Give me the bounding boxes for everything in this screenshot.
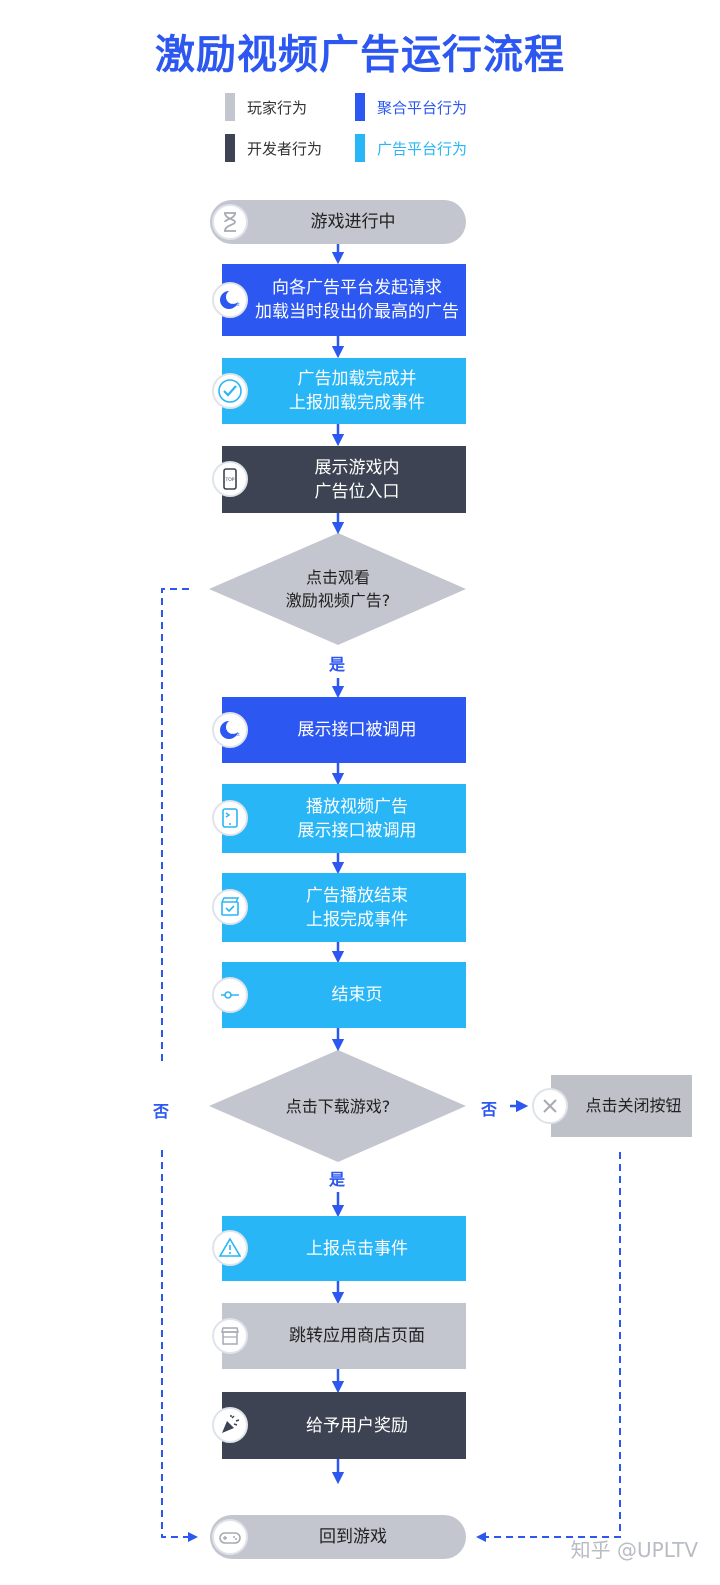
warning-icon	[212, 1230, 248, 1266]
step-show-entry: 展示游戏内 广告位入口	[222, 446, 466, 513]
legend-swatch-player	[225, 93, 235, 121]
legend-label-player: 玩家行为	[247, 98, 308, 117]
step-play-video-label: 播放视频广告 展示接口被调用	[297, 796, 417, 841]
decision-diamond-watch	[209, 533, 466, 645]
step-close-button: 点击关闭按钮	[551, 1075, 692, 1137]
tablet-icon	[212, 800, 248, 836]
step-game-running-label: 游戏进行中	[310, 212, 396, 232]
decision-download-text: 点击下载游戏?	[285, 1097, 391, 1116]
decision-watch-text: 点击观看 激励视频广告?	[285, 568, 391, 610]
label-no-right: 否	[481, 1100, 498, 1119]
svg-text:uplt: uplt	[232, 732, 240, 737]
step-give-reward-label: 给予用户奖励	[306, 1415, 408, 1436]
page-title: 激励视频广告运行流程	[155, 32, 565, 78]
legend-developer: 开发者行为	[225, 134, 322, 162]
legend-ad-platform: 广告平台行为	[355, 134, 467, 162]
uplt-logo-icon: uplt	[212, 282, 248, 318]
legend-swatch-developer	[225, 134, 235, 162]
step-back-to-game: 回到游戏	[210, 1515, 466, 1559]
step-request-ads-label: 向各广告平台发起请求 加载当时段出价最高的广告	[255, 278, 459, 322]
step-ad-loaded: 广告加载完成并 上报加载完成事件	[222, 358, 466, 424]
svg-text:TOP: TOP	[225, 477, 235, 483]
slider-icon	[212, 977, 248, 1013]
step-ad-loaded-label: 广告加载完成并 上报加载完成事件	[289, 369, 425, 413]
step-ad-finished: 广告播放结束 上报完成事件	[222, 873, 466, 942]
step-ad-finished-label: 广告播放结束 上报完成事件	[306, 885, 408, 930]
step-end-page-label: 结束页	[331, 985, 383, 1005]
step-show-api-called: 展示接口被调用	[222, 697, 466, 763]
close-x-icon	[532, 1088, 568, 1124]
label-yes-2: 是	[329, 1170, 346, 1189]
phone-top-icon: TOP	[212, 461, 248, 497]
step-report-click-label: 上报点击事件	[306, 1238, 408, 1259]
legend-swatch-ad-platform	[355, 134, 365, 162]
legend-label-aggregator: 聚合平台行为	[377, 98, 468, 117]
legend-label-developer: 开发者行为	[247, 139, 323, 158]
uplt-logo-icon: uplt	[212, 712, 248, 748]
watermark: 知乎 @UPLTV	[570, 1538, 698, 1562]
gamepad-icon	[212, 1519, 248, 1555]
step-report-click: 上报点击事件	[222, 1216, 466, 1281]
step-end-page: 结束页	[222, 962, 466, 1028]
legend-player: 玩家行为	[225, 93, 307, 121]
step-game-running: 游戏进行中	[210, 200, 466, 244]
decision-diamond-download	[209, 1050, 466, 1162]
store-icon	[212, 1318, 248, 1354]
clapper-check-icon	[212, 889, 248, 925]
step-play-video: 播放视频广告 展示接口被调用	[222, 784, 466, 853]
hourglass-icon	[212, 204, 248, 240]
party-icon	[212, 1407, 248, 1443]
svg-text:uplt: uplt	[232, 302, 240, 307]
step-close-button-label: 点击关闭按钮	[585, 1096, 682, 1115]
step-go-store-label: 跳转应用商店页面	[289, 1326, 425, 1346]
legend-label-ad-platform: 广告平台行为	[377, 139, 468, 158]
step-back-to-game-label: 回到游戏	[319, 1527, 387, 1547]
step-give-reward: 给予用户奖励	[222, 1392, 466, 1459]
legend-aggregator: 聚合平台行为	[355, 93, 467, 121]
legend-swatch-aggregator	[355, 93, 365, 121]
label-no-left: 否	[153, 1102, 170, 1121]
step-request-ads: 向各广告平台发起请求 加载当时段出价最高的广告	[222, 264, 466, 336]
step-go-store: 跳转应用商店页面	[222, 1303, 466, 1369]
step-show-api-called-label: 展示接口被调用	[297, 720, 417, 740]
step-show-entry-label: 展示游戏内 广告位入口	[314, 457, 400, 502]
label-yes-1: 是	[329, 655, 346, 674]
check-icon	[212, 373, 248, 409]
